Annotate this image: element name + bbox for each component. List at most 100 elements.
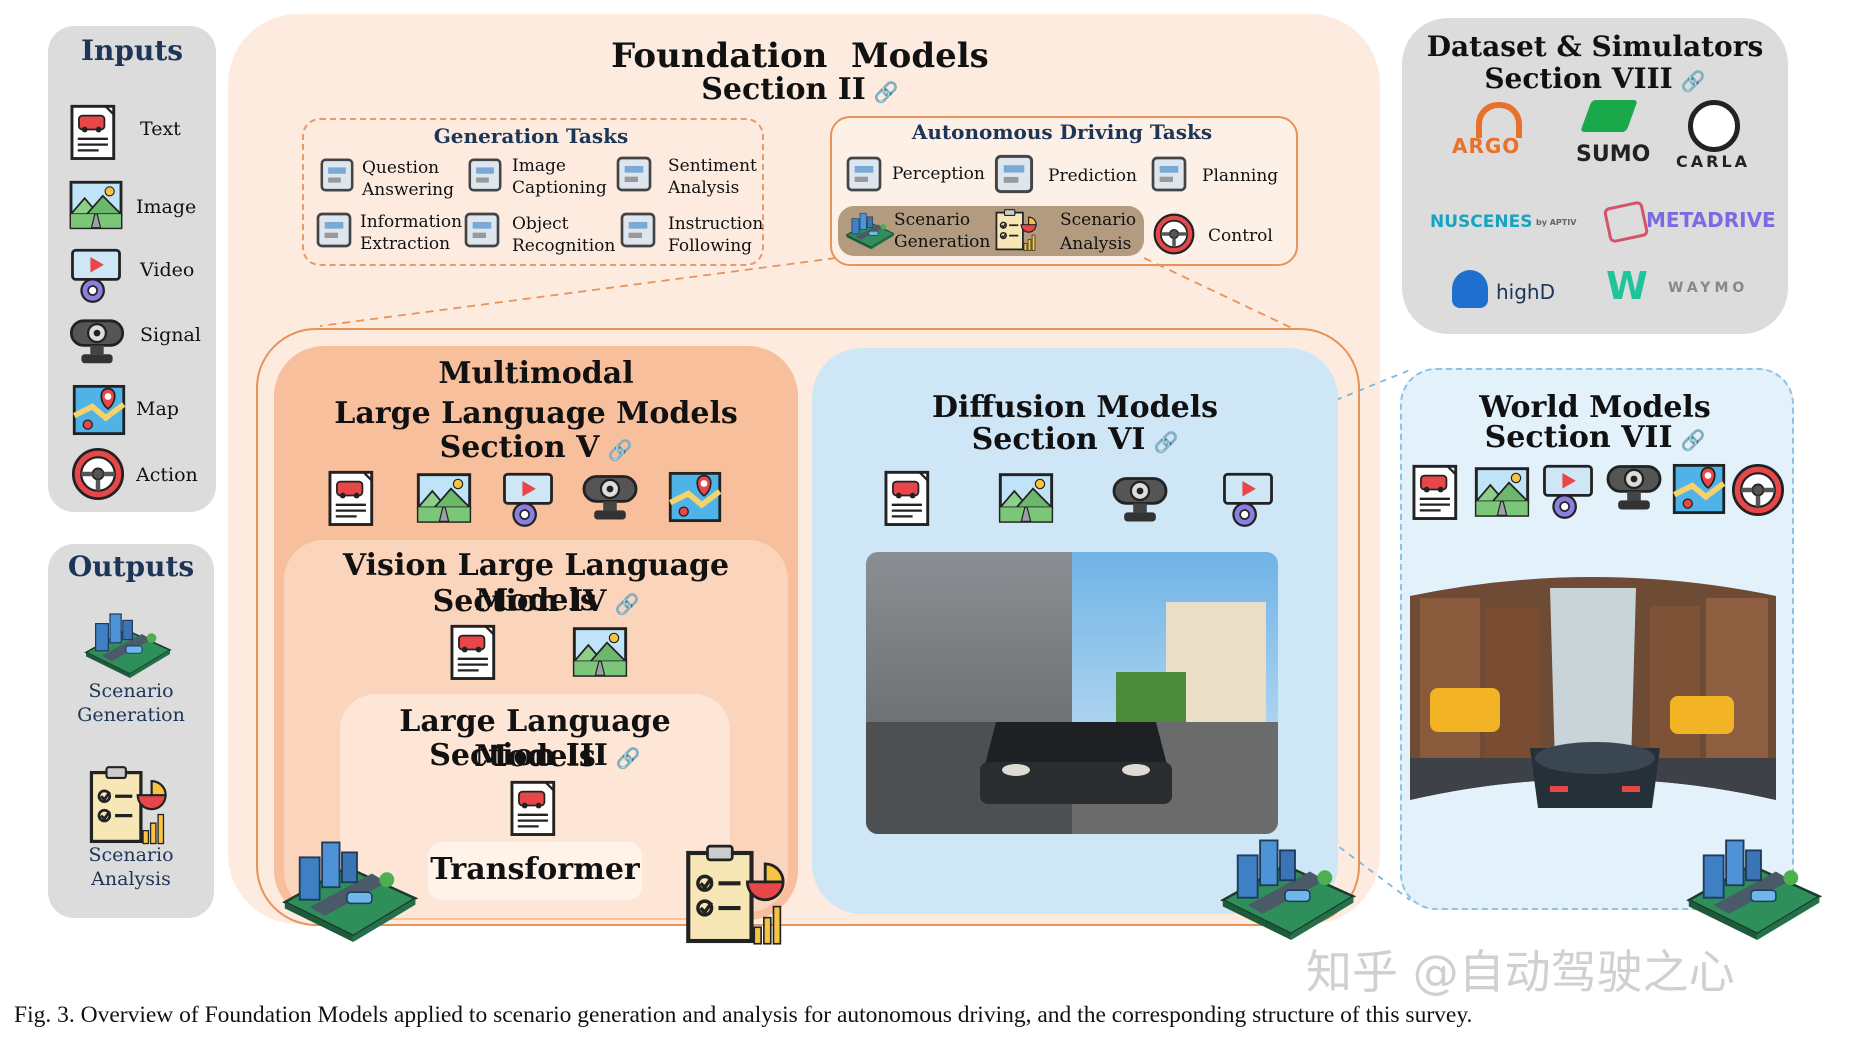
argo-logo: ARGO xyxy=(1452,134,1521,158)
highd-logo: highD xyxy=(1496,280,1556,304)
vllm-section-label: Section IV xyxy=(432,584,607,619)
ad-perception-label: Perception xyxy=(892,164,985,184)
input-label-text: Text xyxy=(140,118,181,140)
task-ie-l2: Extraction xyxy=(360,234,451,254)
world-section: Section VII 🔗 xyxy=(1400,420,1790,455)
input-label-signal: Signal xyxy=(140,324,201,346)
world-text-icon xyxy=(1410,464,1462,522)
datasets-section-label: Section VIII xyxy=(1484,62,1673,95)
link-icon[interactable]: 🔗 xyxy=(873,80,899,104)
mllm-title-1: Multimodal xyxy=(438,356,634,391)
diffusion-text-icon xyxy=(882,470,934,528)
ad-scen-an-l1: Scenario xyxy=(1060,210,1137,230)
foundation-section-label: Section II xyxy=(701,72,866,107)
world-image-icon xyxy=(1474,466,1530,518)
mllm-signal-icon xyxy=(580,472,640,524)
ad-prediction-label: Prediction xyxy=(1048,166,1137,186)
watermark: 知乎 @自动驾驶之心 xyxy=(1306,945,1735,999)
llm-section: Section III 🔗 xyxy=(340,738,730,773)
sumo-logo: SUMO xyxy=(1576,142,1651,167)
input-label-video: Video xyxy=(140,259,195,281)
waymo-logo-mark: W xyxy=(1606,264,1648,308)
world-wheel-icon xyxy=(1730,462,1786,518)
input-label-image: Image xyxy=(136,196,197,218)
mllm-city-icon xyxy=(272,830,422,942)
link-icon[interactable]: 🔗 xyxy=(615,746,641,770)
task-or-l2: Recognition xyxy=(512,236,616,256)
nuscenes-logo: NUSCENES xyxy=(1430,212,1533,232)
output-scenario-generation-l1: Scenario xyxy=(88,680,174,702)
task-or-l1: Object xyxy=(512,214,569,234)
world-video-icon xyxy=(1542,464,1594,520)
task-ie-l1: Information xyxy=(360,212,463,232)
ad-scen-an-l2: Analysis xyxy=(1060,234,1132,254)
llm-text-icon xyxy=(508,780,560,838)
diffusion-section-label: Section VI xyxy=(971,422,1146,457)
diffusion-title: Diffusion Models xyxy=(932,390,1218,425)
foundation-title: Foundation Models xyxy=(611,36,989,76)
vllm-section: Section IV 🔗 xyxy=(284,584,788,619)
argo-logo-mark xyxy=(1476,102,1522,138)
world-map-icon xyxy=(1672,462,1726,516)
input-label-action: Action xyxy=(136,464,198,486)
llm-title: Large Language Models xyxy=(399,704,671,774)
highd-logo-mark xyxy=(1452,270,1488,308)
mllm-image-icon xyxy=(416,472,472,524)
datasets-section: Section VIII 🔗 xyxy=(1402,62,1788,95)
world-signal-icon xyxy=(1604,462,1664,514)
outputs-panel: Outputs Scenario Generation Scenario Ana… xyxy=(48,544,214,918)
generation-tasks-box xyxy=(302,118,764,266)
link-icon[interactable]: 🔗 xyxy=(1680,69,1706,93)
input-label-map: Map xyxy=(136,398,179,420)
mllm-section-label: Section V xyxy=(439,430,600,465)
world-city-image xyxy=(1410,568,1776,840)
ad-scen-gen-l2: Generation xyxy=(894,232,991,252)
datasets-title: Dataset & Simulators xyxy=(1426,30,1764,63)
task-ic-l2: Captioning xyxy=(512,178,607,198)
task-sa-l1: Sentiment xyxy=(668,156,757,176)
link-icon[interactable]: 🔗 xyxy=(614,592,640,616)
task-if-l1: Instruction xyxy=(668,214,764,234)
ad-scen-gen-l1: Scenario xyxy=(894,210,971,230)
task-qa-l2: Answering xyxy=(362,180,454,200)
task-if-l2: Following xyxy=(668,236,753,256)
link-icon[interactable]: 🔗 xyxy=(1680,428,1706,452)
link-icon[interactable]: 🔗 xyxy=(1153,430,1179,454)
world-section-label: Section VII xyxy=(1484,420,1673,455)
diffusion-signal-icon xyxy=(1110,474,1170,526)
mllm-analysis-icon xyxy=(676,842,794,952)
llm-section-label: Section III xyxy=(429,738,608,773)
metadrive-logo: METADRIVE xyxy=(1646,208,1776,232)
mllm-video-icon xyxy=(502,472,554,528)
mllm-map-icon xyxy=(668,470,722,524)
waymo-logo: WAYMO xyxy=(1668,280,1749,296)
output-scenario-generation-l2: Generation xyxy=(77,704,185,726)
ad-planning-label: Planning xyxy=(1202,166,1279,186)
diffusion-section: Section VI 🔗 xyxy=(812,422,1338,457)
vllm-title: Vision Large Language Models xyxy=(342,548,730,618)
vllm-image-icon xyxy=(572,626,628,678)
foundation-section: Section II 🔗 xyxy=(560,72,1040,107)
diffusion-car-image xyxy=(866,552,1278,834)
link-icon[interactable]: 🔗 xyxy=(607,438,633,462)
vllm-text-icon xyxy=(448,624,500,682)
world-city-icon xyxy=(1676,828,1826,940)
models-container-outline xyxy=(256,328,1360,926)
nuscenes-logo-sub: by APTIV xyxy=(1536,218,1577,227)
output-scenario-analysis-l1: Scenario xyxy=(88,844,174,866)
diffusion-video-icon xyxy=(1222,472,1274,528)
task-qa-l1: Question xyxy=(362,158,440,178)
ad-control-label: Control xyxy=(1208,226,1273,246)
mllm-title-2: Large Language Models xyxy=(334,396,738,431)
transformer-box xyxy=(428,842,642,900)
inputs-panel: Inputs Text Image Video Signal Map Actio… xyxy=(48,26,216,512)
generation-tasks-title: Generation Tasks xyxy=(433,124,629,148)
diffusion-image-icon xyxy=(998,472,1054,524)
outputs-title: Outputs xyxy=(67,550,195,583)
task-ic-l1: Image xyxy=(512,156,566,176)
carla-logo-mark xyxy=(1688,100,1740,152)
inputs-title: Inputs xyxy=(80,34,184,67)
mllm-section: Section V 🔗 xyxy=(274,430,798,465)
task-sa-l2: Analysis xyxy=(668,178,740,198)
